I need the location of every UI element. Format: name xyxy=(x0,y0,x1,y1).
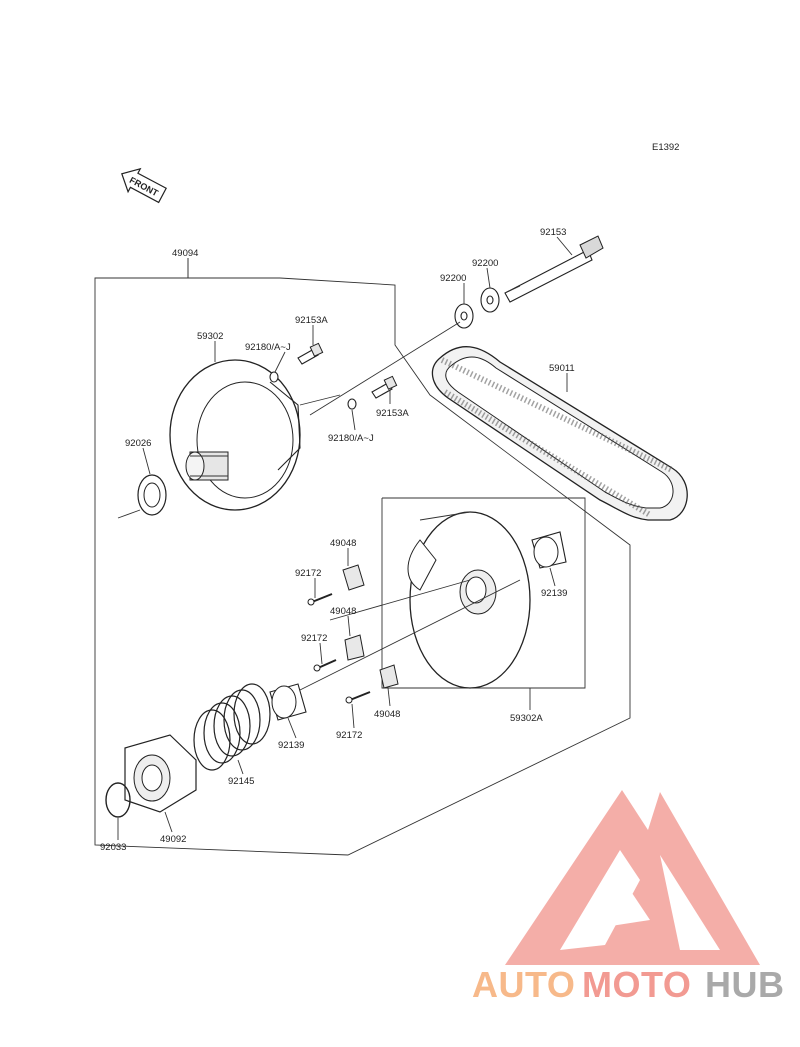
label-92153A-top: 92153A xyxy=(295,315,328,326)
label-92200-b: 92200 xyxy=(472,258,498,269)
subassembly-frame xyxy=(381,497,586,689)
spring-92145 xyxy=(193,683,271,771)
label-92180-top: 92180/A~J xyxy=(245,342,291,353)
label-92172-b: 92172 xyxy=(301,633,327,644)
drive-belt xyxy=(431,346,688,521)
label-49094: 49094 xyxy=(172,248,198,259)
cam-49092 xyxy=(124,734,197,813)
pulley-59302 xyxy=(169,359,301,511)
label-92153A-mid: 92153A xyxy=(376,408,409,419)
circlip-92033 xyxy=(105,782,131,818)
label-92180-mid: 92180/A~J xyxy=(328,433,374,444)
label-92139-left: 92139 xyxy=(278,740,304,751)
label-92033: 92033 xyxy=(100,842,126,853)
screw-92172-a xyxy=(307,593,333,606)
label-59011: 59011 xyxy=(549,363,575,374)
bushing-92139-left xyxy=(269,683,307,721)
washer-92026 xyxy=(117,474,167,519)
label-92145: 92145 xyxy=(228,776,254,787)
label-49092: 49092 xyxy=(160,834,186,845)
washer-92180-top xyxy=(269,371,279,383)
screw-92172-c xyxy=(345,691,371,704)
washer-92180-mid xyxy=(347,398,357,410)
bolt-92153A-top xyxy=(297,342,324,365)
label-49048-c: 49048 xyxy=(374,709,400,720)
label-49048-b: 49048 xyxy=(330,606,356,617)
weight-49048-b xyxy=(344,634,365,661)
leader-lines xyxy=(117,236,573,840)
bolt-92153 xyxy=(504,235,604,303)
weight-49048-a xyxy=(342,564,365,591)
label-49048-a: 49048 xyxy=(330,538,356,549)
diagram-code: E1392 xyxy=(652,142,679,153)
label-92153: 92153 xyxy=(540,227,566,238)
label-92200-a: 92200 xyxy=(440,273,466,284)
watermark-logo-icon xyxy=(505,790,760,965)
label-92172-c: 92172 xyxy=(336,730,362,741)
watermark-auto: AUTO xyxy=(472,964,575,1005)
weight-49048-c xyxy=(379,664,399,689)
pulley-59302A xyxy=(407,511,531,689)
bolt-92153A-mid xyxy=(371,375,398,399)
label-92172-a: 92172 xyxy=(295,568,321,579)
watermark-moto: MOTO xyxy=(582,964,691,1005)
watermark-brand: AUTO MOTO HUB xyxy=(472,964,785,1005)
screw-92172-b xyxy=(313,659,337,672)
label-59302A: 59302A xyxy=(510,713,543,724)
label-92139-right: 92139 xyxy=(541,588,567,599)
watermark-hub: HUB xyxy=(705,964,785,1005)
bushing-92139-right xyxy=(531,531,567,569)
label-92026: 92026 xyxy=(125,438,151,449)
front-arrow-icon: FRONT xyxy=(121,167,167,204)
label-59302: 59302 xyxy=(197,331,223,342)
assembly-frame xyxy=(94,258,631,856)
